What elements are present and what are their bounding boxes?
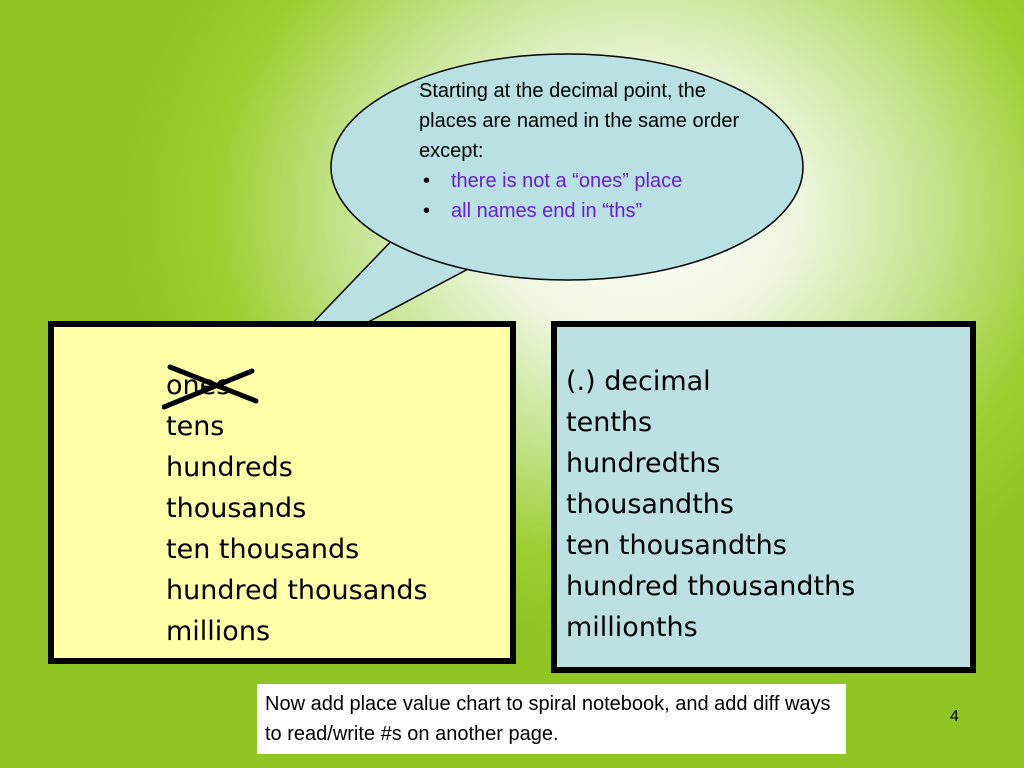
- place-item: ten thousandths: [566, 530, 787, 561]
- place-item: hundred thousands: [166, 575, 428, 606]
- place-item: tenths: [566, 407, 653, 438]
- place-item: thousands: [166, 493, 307, 524]
- instruction-note: Now add place value chart to spiral note…: [257, 684, 846, 754]
- place-item: ones: [162, 364, 428, 410]
- place-item: hundredths: [566, 448, 721, 479]
- callout-text: Starting at the decimal point, the place…: [419, 76, 769, 226]
- whole-number-places-box: ones tens hundreds thousands ten thousan…: [48, 321, 516, 664]
- callout-bullet-ths: all names end in “ths”: [419, 196, 769, 226]
- place-item: thousandths: [566, 489, 734, 520]
- place-item: tens: [166, 411, 225, 442]
- place-item: millionths: [566, 612, 698, 643]
- decimal-places-list: (.) decimal tenths hundredths thousandth…: [566, 361, 855, 648]
- decimal-places-box: (.) decimal tenths hundredths thousandth…: [551, 321, 976, 673]
- page-number: 4: [950, 708, 959, 725]
- callout-bullet-list: there is not a “ones” place all names en…: [419, 166, 769, 226]
- place-item: hundreds: [166, 452, 293, 483]
- speech-bubble-joint: [401, 228, 469, 269]
- whole-number-places-list: ones tens hundreds thousands ten thousan…: [162, 364, 428, 652]
- place-item: hundred thousandths: [566, 571, 856, 602]
- place-item: (.) decimal: [566, 366, 711, 397]
- cross-out-icon: [162, 364, 259, 410]
- place-item: millions: [166, 616, 271, 647]
- place-item: ten thousands: [166, 534, 360, 565]
- callout-intro: Starting at the decimal point, the place…: [419, 80, 740, 162]
- callout-bullet-no-ones: there is not a “ones” place: [419, 166, 769, 196]
- place-item-ones-crossed: ones: [162, 364, 259, 410]
